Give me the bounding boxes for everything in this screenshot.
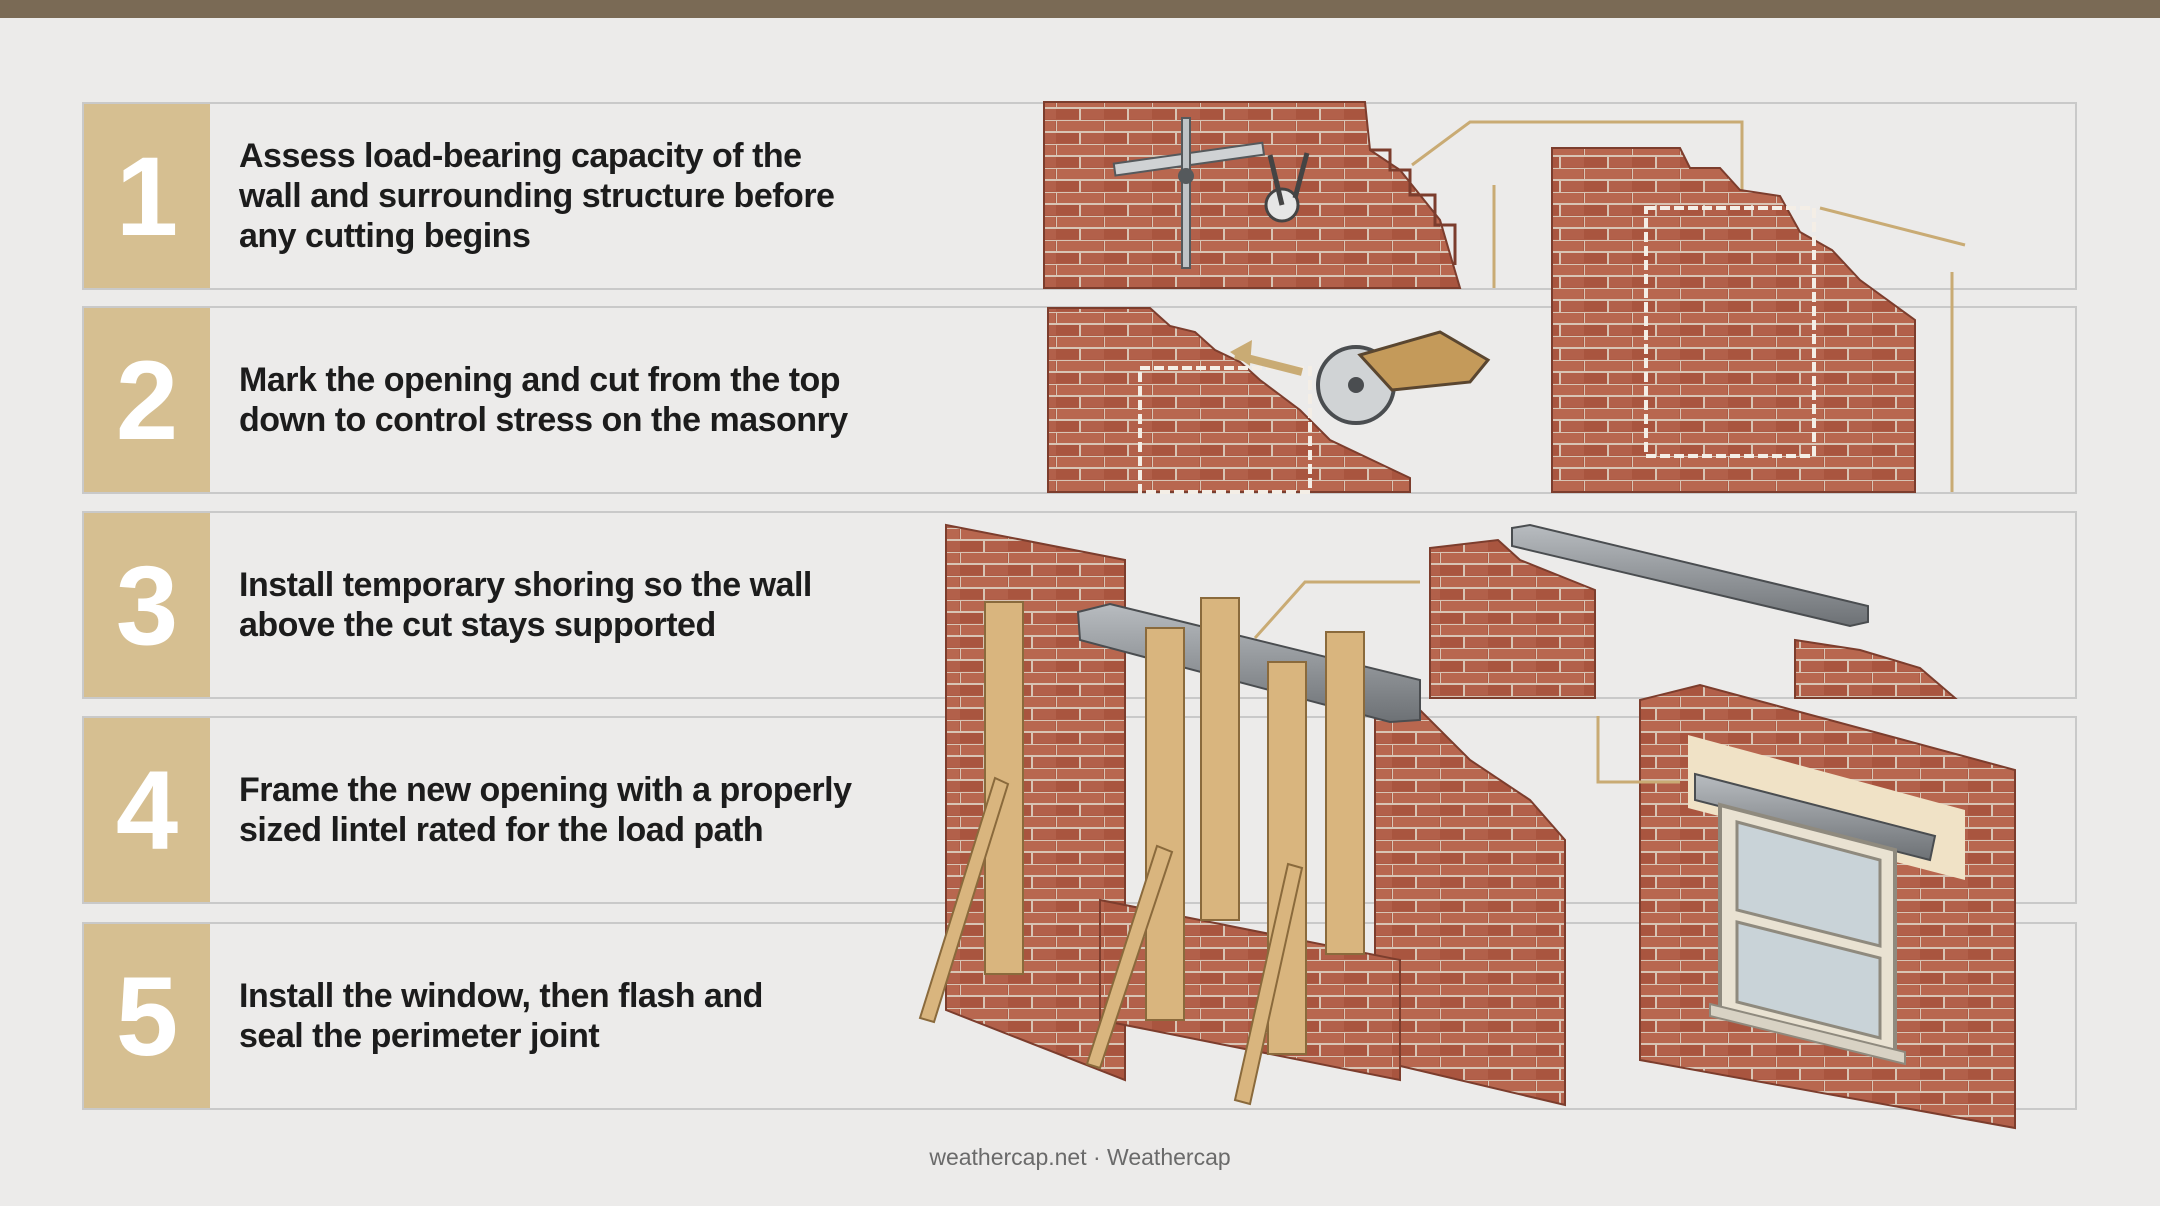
step-text-5: Install the window, then flash and seal … bbox=[239, 977, 763, 1055]
wall-section-illustration bbox=[1043, 101, 1462, 289]
marked-wall-illustration bbox=[1551, 147, 1916, 493]
top-bar bbox=[0, 0, 2160, 18]
caliper-gauge-icon bbox=[1264, 152, 1310, 223]
measuring-square-icon bbox=[1112, 117, 1266, 269]
cut-wall-illustration bbox=[1047, 307, 1411, 494]
footer-credit[interactable]: weathercap.net · Weathercap bbox=[929, 1144, 1231, 1170]
step-number-1: 1 bbox=[84, 104, 210, 288]
dimension-arrows bbox=[1411, 120, 1966, 492]
step-number-4: 4 bbox=[84, 718, 210, 902]
step-text-3: Install temporary shoring so the wall ab… bbox=[239, 566, 812, 644]
window-install-illustration bbox=[1596, 683, 2016, 1130]
lintel-wall-illustration bbox=[1253, 523, 1958, 699]
step-text-4: Frame the new opening with a properly si… bbox=[239, 771, 852, 849]
step-number-2: 2 bbox=[84, 308, 210, 492]
circular-saw-icon bbox=[1230, 330, 1491, 425]
step-text-1: Assess load-bearing capacity of the wall… bbox=[239, 137, 835, 255]
step-number-5: 5 bbox=[84, 924, 210, 1108]
step-number-3: 3 bbox=[84, 513, 210, 697]
timber-shoring-posts bbox=[918, 597, 1365, 1106]
step-text-2: Mark the opening and cut from the top do… bbox=[239, 361, 848, 439]
